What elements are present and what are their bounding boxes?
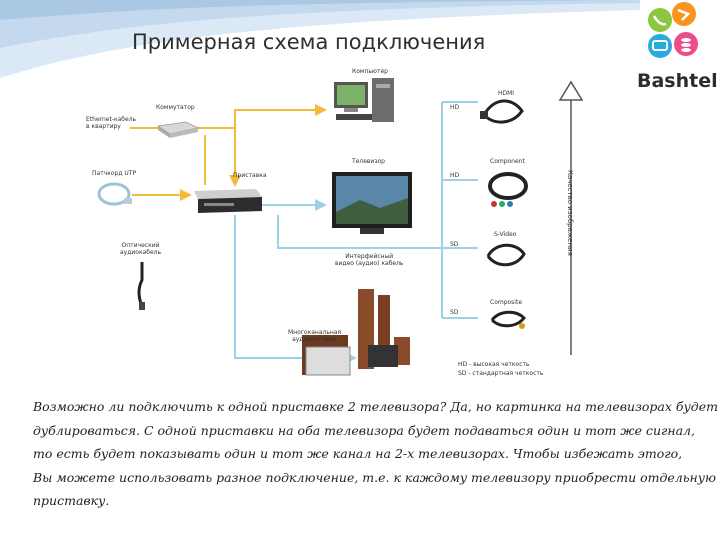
patchcord-label: Патчкорд UTP bbox=[92, 170, 137, 177]
stb-label: Приставка bbox=[233, 172, 267, 179]
header-wave bbox=[0, 0, 640, 78]
body-line: дублироваться. С одной приставки на оба … bbox=[33, 422, 695, 438]
connector-level: HD bbox=[450, 104, 460, 111]
svideo-cable-icon bbox=[486, 243, 526, 267]
connection-lines bbox=[130, 80, 584, 364]
optical-cable-icon bbox=[137, 262, 145, 310]
body-line: Возможно ли подключить к одной приставке… bbox=[33, 399, 718, 414]
body-line: Вы можете использовать разное подключени… bbox=[33, 469, 717, 485]
hdmi-cable-icon bbox=[480, 99, 524, 124]
composite-cable-icon bbox=[490, 310, 527, 329]
legend-sd: SD - стандартная четкость bbox=[458, 370, 544, 377]
body-line: то есть будет показывать один и тот же к… bbox=[33, 446, 683, 461]
quality-axis-label: Качество изображения bbox=[566, 170, 574, 256]
computer-icon bbox=[334, 78, 394, 122]
tv-icon bbox=[332, 172, 412, 234]
connector-name: Component bbox=[490, 158, 525, 165]
body-text: Возможно ли подключить к одной приставке… bbox=[33, 395, 718, 513]
switch-icon bbox=[156, 121, 200, 138]
body-line: приставку. bbox=[33, 493, 110, 508]
page-title: Примерная схема подключения bbox=[132, 30, 486, 54]
audio-system-icon bbox=[302, 289, 410, 376]
interface-cable-label: Интерфейсный видео (аудио) кабель bbox=[335, 253, 404, 267]
ethernet-label: Ethernet-кабель в квартиру bbox=[86, 116, 137, 130]
connector-name: S-Video bbox=[494, 231, 517, 238]
patchcord-icon bbox=[97, 182, 132, 206]
tv-label: Телевизор bbox=[352, 158, 385, 165]
legend-hd: HD - высокая четкость bbox=[458, 361, 530, 368]
connector-level: HD bbox=[450, 172, 460, 179]
audio-system-label: Многоканальная аудиосистема bbox=[288, 329, 342, 343]
optical-label: Оптический аудиокабель bbox=[120, 242, 162, 256]
component-cable-icon bbox=[488, 172, 528, 207]
connector-level: SD bbox=[450, 309, 459, 316]
stb-icon bbox=[194, 189, 262, 213]
switch-label: Коммутатор bbox=[156, 104, 195, 111]
bashtel-logo-icon bbox=[648, 2, 698, 58]
brand-name: Bashtel bbox=[637, 70, 718, 92]
connector-level: SD bbox=[450, 241, 459, 248]
connector-name: HDMI bbox=[498, 90, 515, 97]
connector-name: Composite bbox=[490, 299, 523, 306]
computer-label: Компьютер bbox=[352, 68, 388, 75]
